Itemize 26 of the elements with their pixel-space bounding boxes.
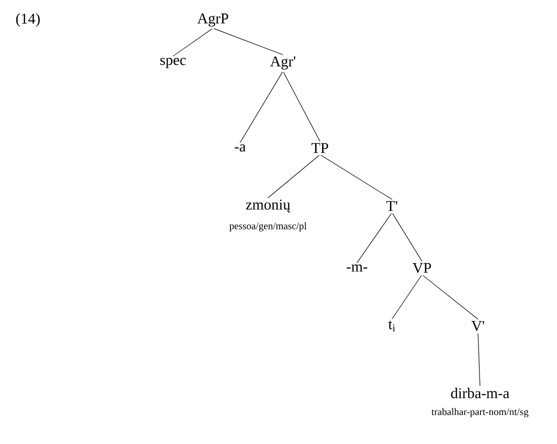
- tree-branch: [422, 275, 478, 320]
- tree-branch: [392, 275, 422, 320]
- tree-branch: [214, 28, 284, 56]
- tree-branch: [356, 213, 392, 264]
- tree-label: AgrP: [197, 13, 228, 27]
- tree-branch: [268, 154, 320, 198]
- tree-label: TP: [312, 143, 328, 153]
- tree-label: Agr': [270, 56, 296, 70]
- example-number: (14): [16, 13, 40, 27]
- tree-branch: [240, 72, 283, 144]
- tree-label: t$_{i}$: [388, 320, 396, 332]
- tree-label: zmonių: [246, 200, 290, 212]
- tree-branch: [172, 28, 212, 56]
- gloss: pessoa/gen/masc/pl: [229, 222, 307, 232]
- tree-label: -m-: [346, 264, 368, 272]
- tree-label: -a: [234, 144, 246, 152]
- tree-branch: [392, 213, 422, 262]
- tree-branch: [478, 333, 480, 386]
- tree-label: spec: [160, 58, 186, 68]
- tree-label: T': [386, 201, 398, 211]
- tree-label: dirba-m-a: [451, 388, 510, 398]
- tree-label: V': [471, 321, 484, 331]
- tree-branch: [283, 72, 320, 142]
- tree-branch: [320, 154, 392, 200]
- gloss: trabalhar-part-nom/nt/sg: [432, 408, 528, 418]
- tree-label: VP: [412, 263, 431, 273]
